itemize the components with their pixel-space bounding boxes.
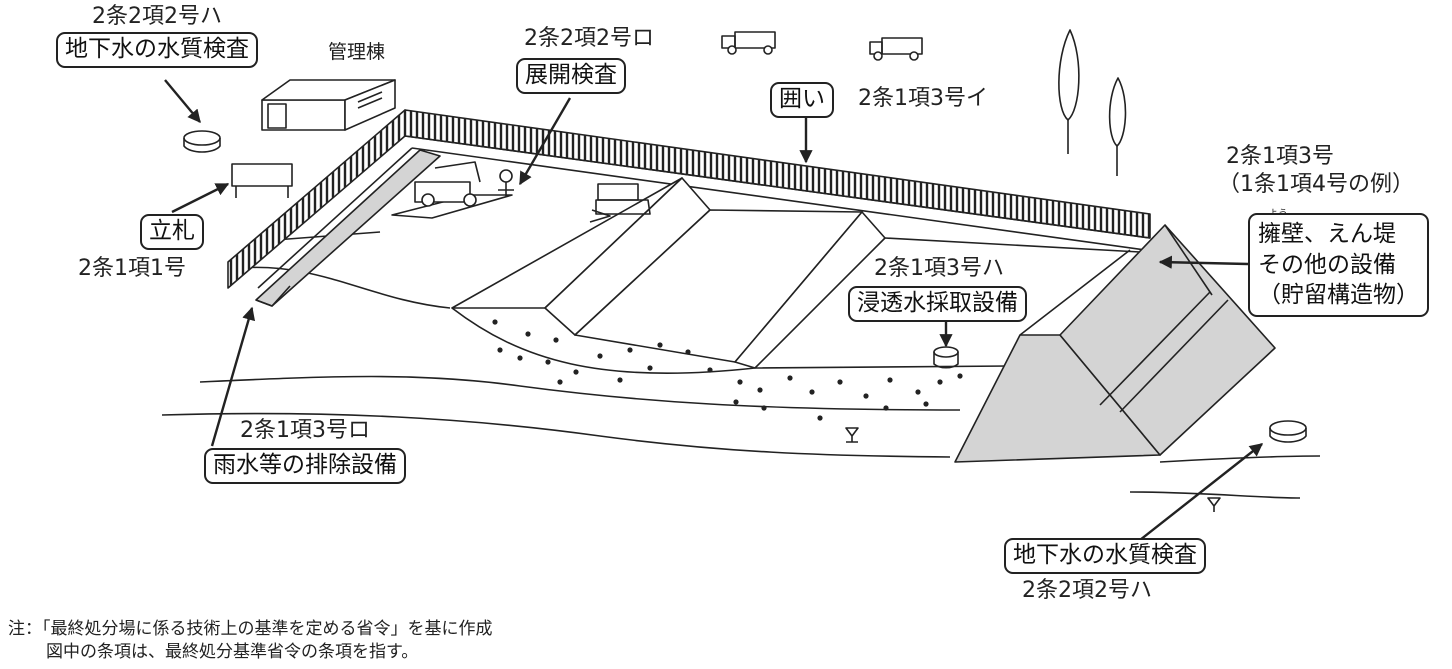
- waste-dot: [915, 389, 921, 395]
- arrow-drainage: [210, 306, 256, 447]
- arrow-gw-top: [164, 79, 201, 124]
- ground-line: [239, 266, 451, 309]
- waste-dot: [707, 367, 713, 373]
- waste-dot: [737, 379, 743, 385]
- left-fence: [227, 109, 406, 289]
- leachate-box: 浸透水採取設備: [848, 286, 1027, 322]
- note-line1: 注：「最終処分場に係る技術上の基準を定める省令」を基に作成: [8, 619, 493, 639]
- arrow-gw-bottom: [1139, 443, 1264, 541]
- waste-dot: [647, 365, 653, 371]
- retaining-ref1: 2条1項3号: [1226, 144, 1334, 169]
- waste-dot: [937, 379, 943, 385]
- drainage-ref: 2条1項3号ロ: [240, 418, 370, 443]
- retaining-ref2: （1条1項4号の例）: [1218, 172, 1414, 197]
- waste-dot: [809, 389, 815, 395]
- inspection-ref: 2条2項2号ロ: [524, 26, 654, 51]
- arrow-retaining: [1158, 255, 1249, 269]
- waste-dot: [957, 373, 963, 379]
- drainage-box: 雨水等の排除設備: [204, 448, 406, 484]
- well-top: [183, 130, 221, 146]
- inspection-box: 展開検査: [516, 58, 626, 94]
- bulldozer: [597, 183, 639, 201]
- retaining-line2: その他の設備: [1258, 251, 1396, 278]
- waste-dot: [597, 353, 603, 359]
- ground-line: [1129, 491, 1301, 499]
- fence-box: 囲い: [770, 82, 834, 118]
- admin-building-side: [344, 79, 396, 131]
- gw-bottom-box: 地下水の水質検査: [1004, 538, 1206, 574]
- embankment-front: [1059, 224, 1276, 456]
- gw-top-ref: 2条2項2号ハ: [92, 4, 222, 29]
- fence-ref: 2条1項3号イ: [858, 86, 988, 111]
- note: 注：「最終処分場に係る技術上の基準を定める省令」を基に作成 図中の条項は、最終処…: [8, 618, 493, 664]
- well-bottom: [1269, 420, 1307, 436]
- waste-dots: [492, 319, 963, 421]
- waste-dot: [553, 337, 559, 343]
- waste-dot: [685, 349, 691, 355]
- sign-box: 立札: [140, 214, 204, 250]
- gw-top-box: 地下水の水質検査: [56, 32, 258, 68]
- leachate-ref: 2条1項3号ハ: [874, 256, 1004, 281]
- waste-dot: [883, 405, 889, 411]
- arrow-inspection: [518, 97, 572, 186]
- waste-dot: [863, 393, 869, 399]
- waste-dot: [525, 331, 531, 337]
- waste-dot: [492, 319, 498, 325]
- admin-building-label: 管理棟: [328, 41, 386, 63]
- waste-dot: [573, 369, 579, 375]
- waste-dot: [787, 375, 793, 381]
- sign-ref: 2条1項1号: [78, 256, 186, 281]
- retaining-line3: （貯留構造物）: [1258, 282, 1419, 309]
- waste-dot: [557, 379, 563, 385]
- waste-dot: [923, 401, 929, 407]
- waste-dot: [887, 377, 893, 383]
- waste-dot: [657, 342, 663, 348]
- waste-dot: [545, 359, 551, 365]
- ground-line: [1159, 455, 1321, 463]
- waste-dot: [617, 377, 623, 383]
- ground-line: [199, 375, 961, 411]
- note-line2: 図中の条項は、最終処分基準省令の条項を指す。: [46, 641, 419, 662]
- waste-dot: [761, 405, 767, 411]
- waste-dot: [817, 415, 823, 421]
- waste-dot: [837, 379, 843, 385]
- waste-dot: [497, 347, 503, 353]
- arrow-sign: [171, 182, 230, 214]
- waste-dot: [757, 387, 763, 393]
- waste-dot: [517, 355, 523, 361]
- retaining-box: 擁壁、えん堤 その他の設備 （貯留構造物）: [1248, 213, 1429, 317]
- gw-bottom-ref: 2条2項2号ハ: [1022, 578, 1152, 603]
- waste-dot: [733, 399, 739, 405]
- ground-line: [161, 412, 951, 458]
- retaining-line1: 擁壁、えん堤: [1258, 221, 1396, 247]
- sign-board: [231, 163, 293, 187]
- waste-dot: [627, 347, 633, 353]
